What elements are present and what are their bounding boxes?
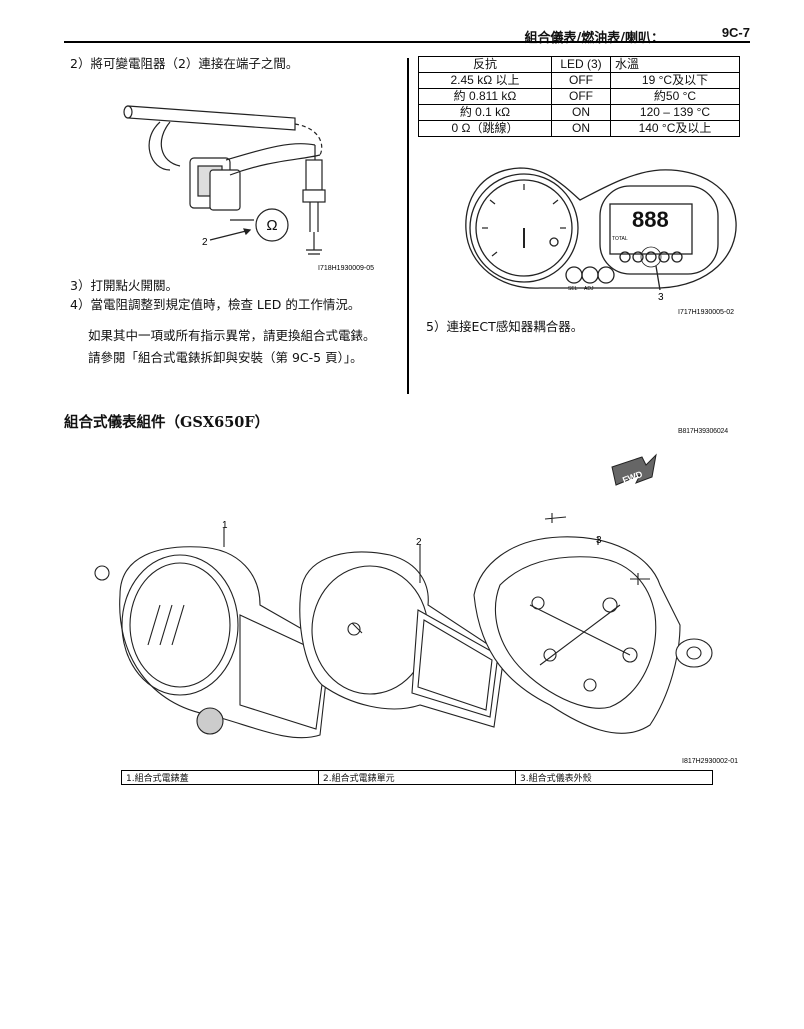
resistor-figure: Ω 2 I718H1930009-05 [123,105,374,272]
spec-cell: 約50 °C [610,88,740,105]
section-title: 組合式儀表組件（GSX650F） [64,414,270,431]
exploded-code: I817H2930002-01 [682,758,738,765]
exploded-view-figure: FWD 1 2 3 I817H2930002-01 [94,453,738,765]
gauge-figure: 888 TOTAL SEL ADJ 3 I717H1930005-02 [465,167,737,316]
fwd-arrow-icon: FWD [611,453,657,486]
fig2-callout: 3 [658,292,664,303]
header-rule [64,41,750,43]
spec-cell: ON [551,104,611,121]
spec-cell: 120 – 139 °C [610,104,740,121]
header-title: 組合儀表/燃油表/喇叭： [524,31,665,46]
spec-cell: 19 °C及以下 [610,72,740,89]
parts-cell-1: 1.組合式電錶蓋 [121,770,319,785]
step-2: 2）將可變電阻器（2）連接在端子之間。 [70,56,299,71]
spec-header-resistance: 反抗 [418,56,552,73]
spec-cell: 約 0.811 kΩ [418,88,552,105]
spec-row: 約 0.1 kΩ ON 120 – 139 °C [418,104,740,121]
svg-text:Ω: Ω [266,217,277,234]
fig1-code: I718H1930009-05 [318,265,374,272]
spec-cell: 約 0.1 kΩ [418,104,552,121]
note-line-2: 請參閱「組合式電錶拆卸與安裝（第 9C-5 頁）」。 [88,350,363,365]
spec-cell: OFF [551,72,611,89]
gauge-sel-label: SEL [568,286,578,292]
spec-header-led: LED (3) [551,56,611,73]
spec-cell: 140 °C及以上 [610,120,740,137]
spec-cell: OFF [551,88,611,105]
parts-table: 1.組合式電錶蓋 2.組合式電錶單元 3.組合式儀表外殼 [121,770,713,785]
fig1-callout: 2 [202,237,208,248]
callout-1: 1 [222,520,228,531]
parts-cell-3: 3.組合式儀表外殼 [515,770,713,785]
gauge-total-label: TOTAL [612,236,628,242]
gauge-digits: 888 [632,207,669,232]
spec-row: 0 Ω（跳線） ON 140 °C及以上 [418,120,740,137]
step-5: 5）連接ECT感知器耦合器。 [426,319,584,334]
section-code: B817H39306024 [678,428,728,435]
spec-cell: 0 Ω（跳線） [418,120,552,137]
spec-table: 反抗 LED (3) 水溫 2.45 kΩ 以上 OFF 19 °C及以下 約 … [418,56,740,137]
spec-header-temp: 水溫 [610,56,740,73]
callout-3: 3 [596,535,602,546]
column-divider [407,58,409,394]
spec-header-row: 反抗 LED (3) 水溫 [418,56,740,73]
callout-2: 2 [416,537,422,548]
spec-cell: 2.45 kΩ 以上 [418,72,552,89]
step-4: 4）當電阻調整到規定值時，檢查 LED 的工作情況。 [70,297,361,312]
spec-row: 2.45 kΩ 以上 OFF 19 °C及以下 [418,72,740,89]
fig2-code: I717H1930005-02 [678,309,734,316]
parts-cell-2: 2.組合式電錶單元 [318,770,516,785]
gauge-adj-label: ADJ [584,286,594,292]
note-line-1: 如果其中一項或所有指示異常，請更換組合式電錶。 [88,328,376,343]
spec-cell: ON [551,120,611,137]
page-number: 9C-7 [721,25,750,40]
step-3: 3）打開點火開關。 [70,278,178,293]
spec-row: 約 0.811 kΩ OFF 約50 °C [418,88,740,105]
